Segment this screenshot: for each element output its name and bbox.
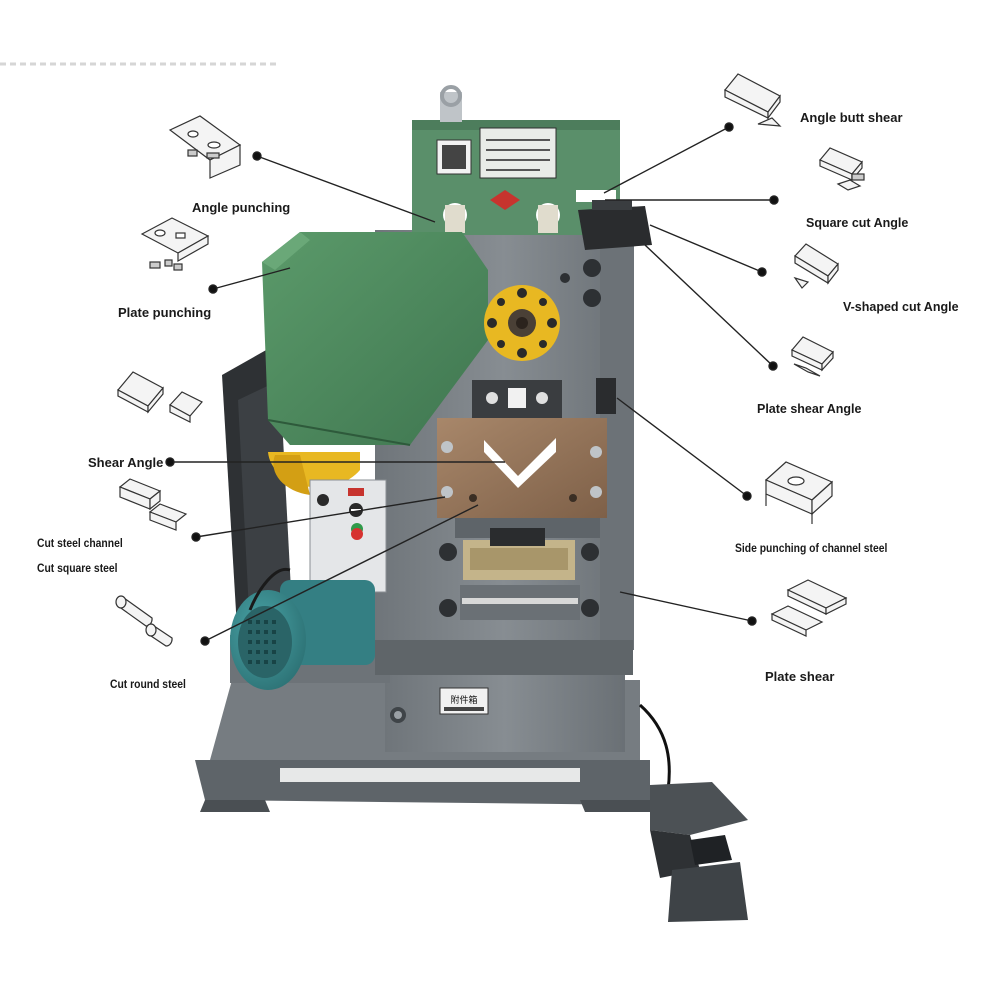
leader-angle-butt-shear bbox=[603, 122, 734, 194]
section-shear bbox=[439, 518, 600, 620]
side-punching-channel-icon bbox=[764, 461, 834, 524]
v-shaped-cut-angle-icon bbox=[793, 243, 839, 289]
label-angle-punching: Angle punching bbox=[192, 200, 291, 215]
plate-shear-angle-icon bbox=[791, 336, 834, 377]
square-cut-angle-icon bbox=[819, 147, 865, 191]
plate-punching-icon bbox=[140, 217, 210, 271]
angle-butt-shear-icon bbox=[724, 73, 782, 127]
label-plate-shear-angle: Plate shear Angle bbox=[757, 402, 862, 416]
cut-steel-channel-icon bbox=[118, 478, 188, 531]
ironworker-machine: 附件箱 bbox=[195, 85, 748, 922]
label-v-shaped-cut-angle: V-shaped cut Angle bbox=[843, 300, 959, 314]
flywheel-guard bbox=[262, 232, 488, 446]
leader-cut-steel-channel bbox=[191, 496, 446, 542]
svg-text:附件箱: 附件箱 bbox=[450, 694, 477, 706]
shear-angle-icon bbox=[117, 371, 203, 423]
label-plate-punching: Plate punching bbox=[118, 305, 212, 320]
punch-disc bbox=[484, 285, 560, 361]
foot-pedal bbox=[639, 703, 748, 922]
leader-side-punching bbox=[616, 397, 752, 501]
leader-angle-punching bbox=[252, 151, 436, 223]
leader-shear-angle bbox=[165, 457, 505, 467]
leader-plate-shear bbox=[619, 591, 757, 626]
angle-shear-block bbox=[578, 200, 652, 250]
cut-round-steel-icon bbox=[115, 595, 173, 647]
angle-shear-plate bbox=[437, 418, 607, 518]
label-side-punching-channel-steel: Side punching of channel steel bbox=[735, 543, 888, 555]
label-angle-butt-shear: Angle butt shear bbox=[800, 110, 903, 125]
leader-square-cut-angle bbox=[605, 195, 779, 205]
angle-punching-icon bbox=[168, 115, 242, 179]
base-frame: 附件箱 bbox=[195, 672, 655, 812]
leader-plate-shear-angle bbox=[644, 244, 778, 371]
leader-v-shaped-cut-angle bbox=[649, 224, 767, 277]
punch-head bbox=[472, 378, 616, 420]
plate-shear-icon bbox=[770, 579, 848, 637]
workpiece-icons bbox=[115, 73, 865, 647]
leader-lines bbox=[165, 122, 779, 646]
label-plate-shear: Plate shear bbox=[765, 669, 835, 684]
electric-motor bbox=[230, 567, 375, 690]
label-square-cut-angle: Square cut Angle bbox=[806, 216, 909, 230]
label-cut-square-steel: Cut square steel bbox=[37, 563, 118, 575]
label-cut-steel-channel: Cut steel channel bbox=[37, 538, 123, 550]
leader-cut-round-steel bbox=[200, 504, 479, 646]
control-box bbox=[309, 479, 387, 593]
leader-plate-punching bbox=[208, 267, 291, 294]
yellow-flywheel bbox=[268, 452, 360, 495]
label-cut-round-steel: Cut round steel bbox=[110, 679, 186, 691]
label-shear-angle: Shear Angle bbox=[88, 455, 164, 470]
